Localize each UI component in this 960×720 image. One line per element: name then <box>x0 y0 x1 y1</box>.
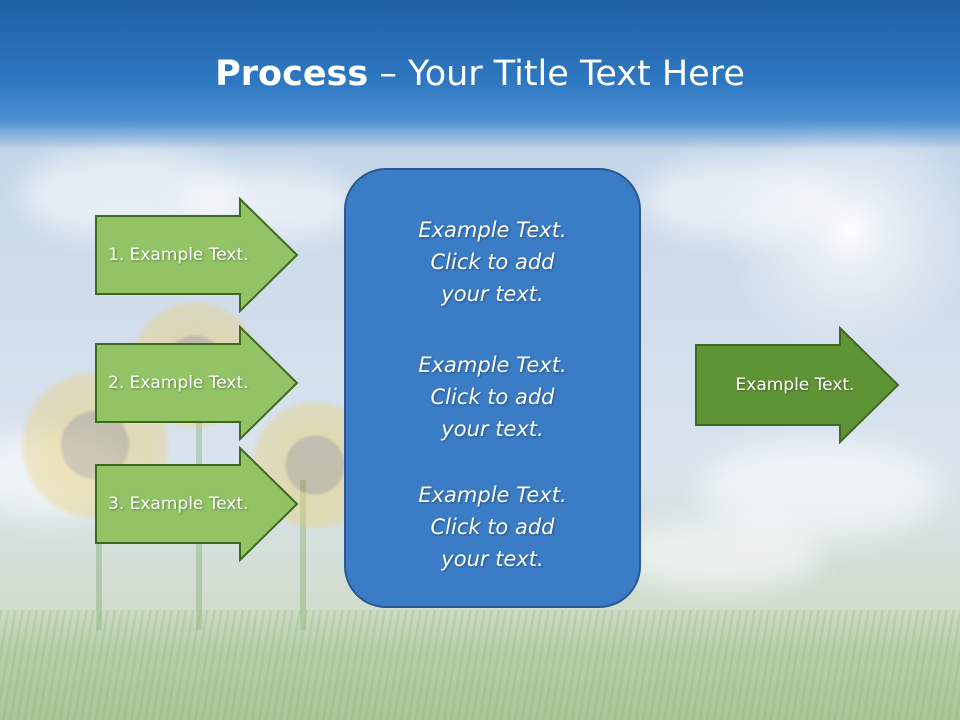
title-rest: – Your Title Text Here <box>368 54 745 94</box>
result-arrow[interactable]: Example Text. <box>695 325 900 445</box>
center-text-box[interactable]: Example Text. Click to add your text. Ex… <box>344 168 641 608</box>
arrow-shape <box>95 324 299 442</box>
title-bold: Process <box>215 54 369 94</box>
arrow-shape <box>95 445 299 563</box>
center-text-line: your text. <box>441 282 544 306</box>
sunflower-stem <box>96 470 102 630</box>
arrow-label: 1. Example Text. <box>108 245 249 265</box>
center-text-line: Click to add <box>430 250 555 274</box>
header-band <box>0 0 960 150</box>
center-text-line: your text. <box>441 417 544 441</box>
process-step-arrow-3[interactable]: 3. Example Text. <box>95 445 299 563</box>
center-text-line: Click to add <box>430 385 555 409</box>
arrow-label: 2. Example Text. <box>108 373 249 393</box>
center-text-block-1: Example Text. Click to add your text. <box>346 214 639 310</box>
process-step-arrow-2[interactable]: 2. Example Text. <box>95 324 299 442</box>
center-text-line: Example Text. <box>418 483 567 507</box>
center-text-block-2: Example Text. Click to add your text. <box>346 349 639 445</box>
arrow-shape <box>95 196 299 314</box>
grass-decoration <box>0 610 960 720</box>
arrow-label: 3. Example Text. <box>108 494 249 514</box>
center-text-line: Example Text. <box>418 218 567 242</box>
slide-title[interactable]: Process – Your Title Text Here <box>0 52 960 96</box>
cloud-decoration <box>620 520 820 590</box>
arrow-shape <box>695 325 900 445</box>
process-step-arrow-1[interactable]: 1. Example Text. <box>95 196 299 314</box>
arrow-label: Example Text. <box>735 375 855 395</box>
center-text-line: Click to add <box>430 515 555 539</box>
center-text-line: your text. <box>441 547 544 571</box>
sunflower-stem <box>300 480 306 630</box>
center-text-block-3: Example Text. Click to add your text. <box>346 479 639 575</box>
center-text-line: Example Text. <box>418 353 567 377</box>
